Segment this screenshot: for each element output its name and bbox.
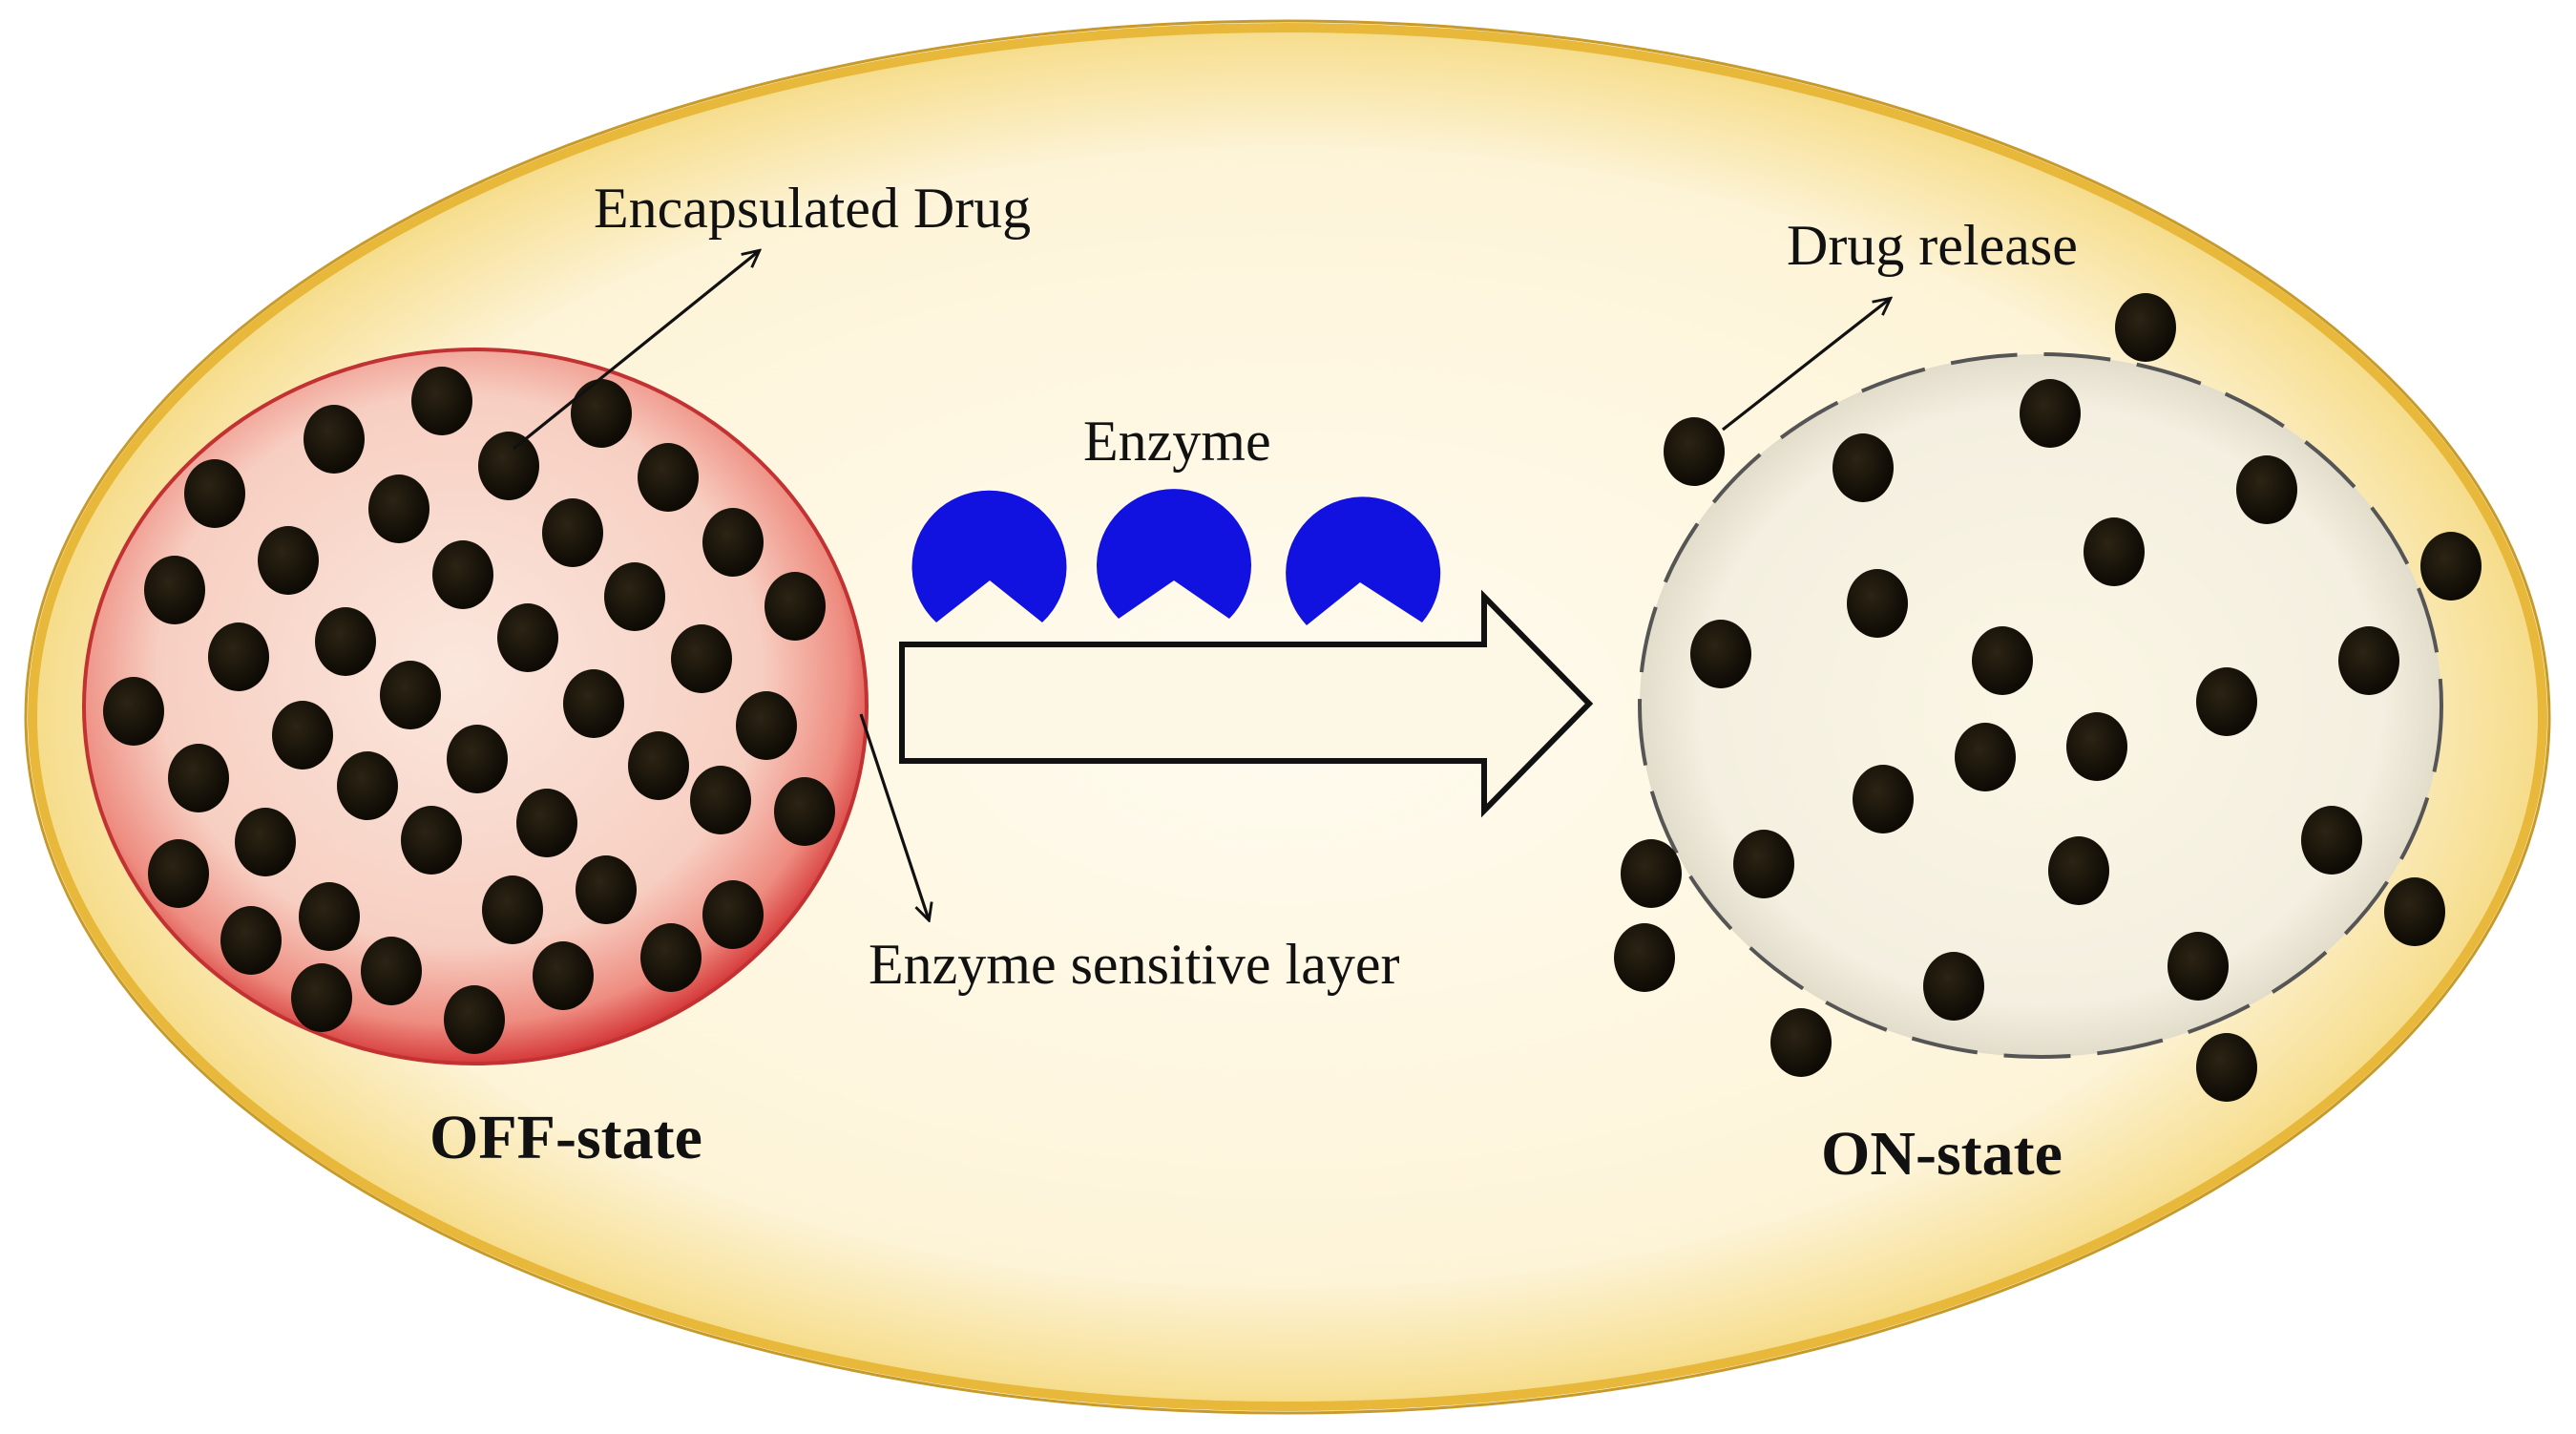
drug-particle-icon [2384, 877, 2445, 946]
drug-particle-icon [576, 855, 637, 924]
drug-particle-icon [2236, 455, 2297, 524]
drug-particle-icon [563, 669, 624, 738]
drug-particle-icon [671, 624, 732, 693]
drug-particle-icon [1972, 626, 2033, 695]
drug-particle-icon [478, 432, 539, 500]
drug-particle-icon [1847, 569, 1908, 638]
disrupted-membrane [1638, 352, 2443, 1059]
drug-particle-icon [304, 405, 365, 474]
drug-particle-icon [2115, 293, 2176, 362]
drug-particle-icon [2196, 1033, 2257, 1102]
drug-particle-icon [1833, 433, 1894, 502]
drug-particle-icon [2420, 532, 2482, 601]
encapsulated-drug-label: Encapsulated Drug [594, 177, 1031, 240]
drug-particle-icon [2168, 932, 2229, 1001]
drug-particle-icon [1923, 952, 1984, 1021]
block-arrow-right-icon [899, 589, 1594, 818]
pacman-enzyme-icon [1286, 496, 1441, 625]
drug-release-pointer-arrow [1722, 299, 1890, 432]
drug-particle-icon [1621, 839, 1682, 908]
drug-particle-icon [168, 744, 229, 812]
drug-particle-icon [774, 777, 835, 846]
enzyme-sensitive-layer-pointer-arrow [859, 713, 929, 919]
drug-particle-icon [220, 906, 282, 975]
drug-particle-icon [103, 677, 164, 746]
drug-particle-icon [361, 937, 422, 1005]
off-state-carrier [82, 348, 869, 1065]
drug-particle-icon [516, 789, 577, 857]
drug-particle-icon [2066, 712, 2127, 781]
drug-particle-icon [482, 875, 543, 944]
drug-particle-icon [148, 839, 209, 908]
drug-particle-icon [542, 498, 603, 567]
drug-particle-icon [2084, 517, 2145, 586]
released-drug-particles [1614, 293, 2482, 1102]
drug-particle-icon [2048, 836, 2109, 905]
drug-particle-icon [272, 701, 333, 770]
drug-particle-icon [144, 556, 205, 624]
drug-particle-icon [2338, 626, 2399, 695]
drug-particle-icon [1770, 1008, 1832, 1077]
drug-particle-icon [208, 622, 269, 691]
drug-particle-icon [1853, 765, 1914, 833]
drug-particle-icon [291, 963, 352, 1032]
drug-particle-icon [315, 607, 376, 676]
drug-particle-icon [337, 751, 398, 820]
drug-particle-icon [533, 941, 594, 1010]
drug-particle-icon [1733, 830, 1794, 898]
drug-particle-icon [444, 985, 505, 1054]
drug-particle-icon [411, 367, 472, 435]
enzyme-label: Enzyme [1083, 410, 1271, 473]
enzyme-sensitive-layer-label: Enzyme sensitive layer [869, 933, 1399, 996]
drug-particle-icon [702, 508, 764, 577]
drug-particle-icon [736, 691, 797, 760]
drug-particle-icon [690, 766, 751, 834]
pacman-enzyme-icon [1097, 489, 1251, 619]
drug-particle-icon [184, 459, 245, 528]
drug-particle-icon [2196, 667, 2257, 736]
drug-particle-icon [764, 572, 826, 641]
drug-particle-icon [2020, 379, 2081, 448]
on-state-vesicle [1614, 293, 2482, 1102]
drug-particle-icon [235, 808, 296, 876]
on-state-label: ON-state [1821, 1119, 2063, 1189]
off-state-label: OFF-state [429, 1103, 702, 1172]
drug-particle-icon [702, 880, 764, 949]
drug-particle-icon [2301, 806, 2362, 875]
drug-particle-icon [1955, 723, 2016, 791]
drug-particle-icon [628, 731, 689, 800]
drug-particle-icon [447, 725, 508, 793]
drug-particle-icon [604, 562, 665, 631]
pacman-enzyme-icon [911, 490, 1067, 622]
drug-particle-icon [432, 540, 493, 609]
drug-particle-icon [258, 526, 319, 595]
drug-particle-icon [299, 882, 360, 951]
drug-particle-icon [571, 379, 632, 448]
drug-release-label: Drug release [1787, 214, 2078, 277]
drug-particle-icon [368, 474, 429, 543]
drug-particle-icon [380, 661, 441, 729]
drug-particle-icon [401, 806, 462, 875]
drug-particle-icon [638, 443, 699, 512]
drug-particle-icon [1690, 620, 1751, 688]
enzymes [911, 489, 1441, 625]
drug-particle-icon [497, 603, 558, 672]
drug-particle-icon [640, 923, 702, 992]
encapsulated-drug-particles [103, 367, 835, 1054]
drug-particle-icon [1664, 417, 1725, 486]
drug-particle-icon [1614, 923, 1675, 992]
encapsulated-drug-pointer-arrow [512, 251, 759, 451]
cell-outer-rim [24, 19, 2551, 1415]
